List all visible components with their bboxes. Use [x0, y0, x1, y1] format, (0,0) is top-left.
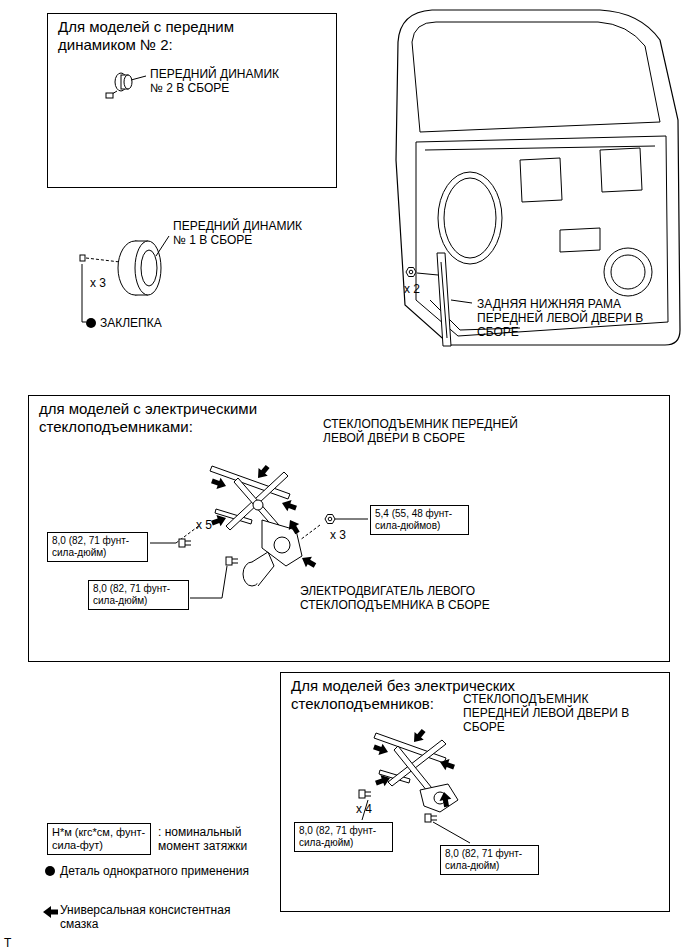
part-name: ЗАДНЯЯ НИЖНЯЯ РАМА ПЕРЕДНЕЙ ЛЕВОЙ ДВЕРИ …: [477, 297, 662, 339]
quantity: x 3: [90, 276, 120, 290]
torque-box: 5,4 (55, 48 фунт-сила-дюймов): [370, 505, 469, 535]
part-name: ПЕРЕДНИЙ ДИНАМИК № 1 В СБОРЕ: [173, 219, 313, 247]
panel-heading: Для моделей с передним динамиком № 2:: [58, 18, 258, 54]
quantity: x 4: [356, 802, 386, 816]
legend-note: : номинальный момент затяжки: [158, 825, 258, 853]
torque-box: 8,0 (82, 71 фунт-сила-дюйм): [440, 845, 539, 875]
single-use-symbol: [45, 866, 55, 876]
torque-box: 8,0 (82, 71 фунт-сила-дюйм): [294, 822, 393, 852]
part-name: ПЕРЕДНИЙ ДИНАМИК № 2 В СБОРЕ: [150, 67, 285, 95]
torque-box: 8,0 (82, 71 фунт-сила-дюйм): [88, 580, 189, 610]
torque-value: 8,0 (82, 71 фунт-сила-дюйм): [299, 825, 388, 849]
legend-text: Универсальная консистентная смазка: [60, 903, 250, 931]
part-name: СТЕКЛОПОДЪЕМНИК ПЕРЕДНЕЙ ЛЕВОЙ ДВЕРИ В С…: [463, 692, 643, 734]
torque-value: 8,0 (82, 71 фунт-сила-дюйм): [445, 848, 534, 872]
torque-value: 5,4 (55, 48 фунт-сила-дюймов): [375, 508, 464, 532]
panel-heading: для моделей с электрическими стеклоподъе…: [39, 400, 289, 436]
legend-text: Деталь однократного применения: [60, 864, 290, 878]
grease-arrow-symbol: [43, 906, 58, 918]
quantity: x 5: [196, 518, 226, 532]
torque-legend-box: Н*м (кгс*см, фунт-сила-фут): [47, 823, 151, 855]
quantity: x 3: [330, 528, 360, 542]
watermark: T: [4, 936, 19, 950]
quantity: x 2: [404, 282, 434, 296]
torque-value: Н*м (кгс*см, фунт-сила-фут): [52, 826, 146, 852]
torque-box: 8,0 (82, 71 фунт-сила-дюйм): [47, 532, 148, 562]
single-use-mark: [86, 318, 96, 328]
part-name: ЭЛЕКТРОДВИГАТЕЛЬ ЛЕВОГО СТЕКЛОПОДЪЕМНИКА…: [300, 584, 500, 612]
torque-value: 8,0 (82, 71 фунт-сила-дюйм): [52, 535, 143, 559]
torque-value: 8,0 (82, 71 фунт-сила-дюйм): [93, 583, 184, 607]
part-name: ЗАКЛЕПКА: [100, 316, 200, 330]
variant-panel: Для моделей с передним динамиком № 2:: [47, 13, 337, 188]
part-name: СТЕКЛОПОДЪЕМНИК ПЕРЕДНЕЙ ЛЕВОЙ ДВЕРИ В С…: [323, 417, 553, 445]
